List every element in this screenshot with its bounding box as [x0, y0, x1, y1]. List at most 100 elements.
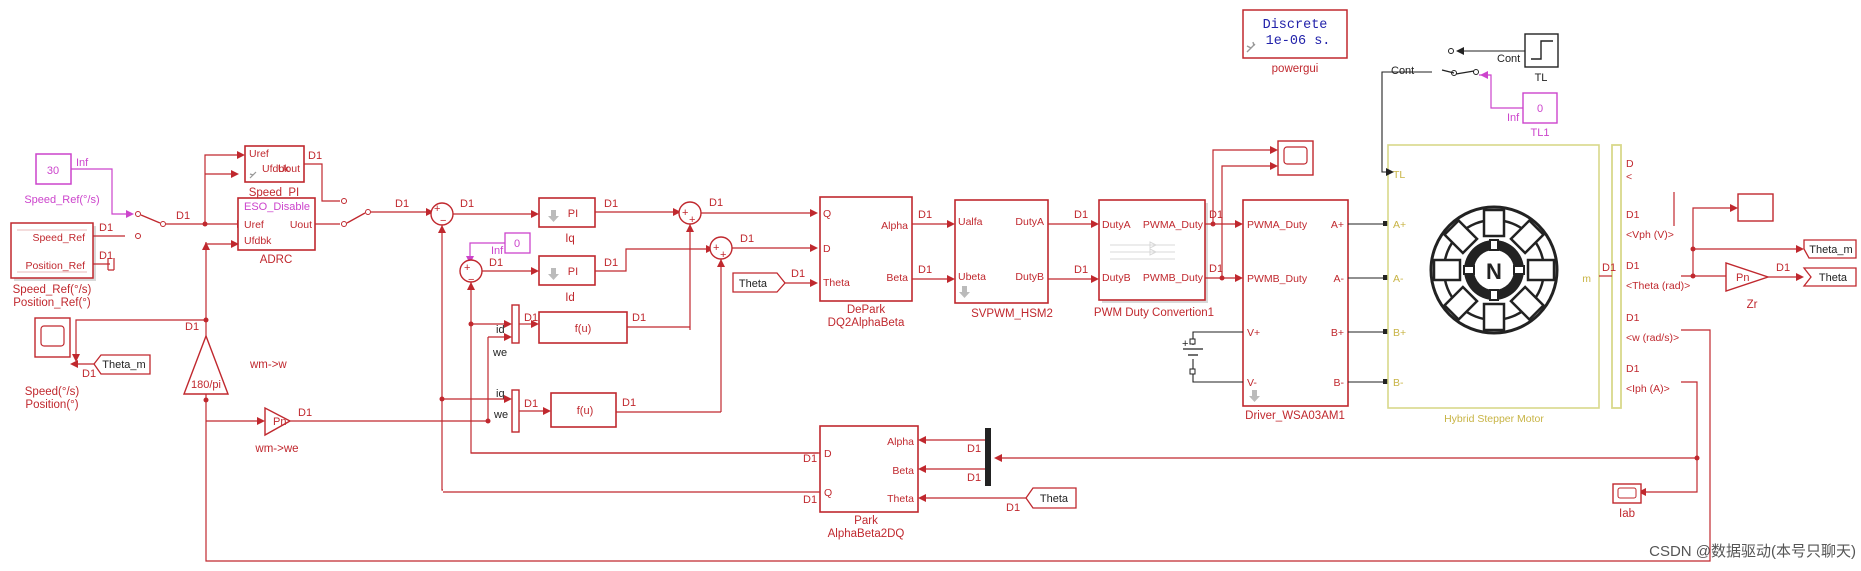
- svpwm-out-dutyb: DutyB: [1015, 271, 1044, 283]
- signal-label: D1: [918, 209, 932, 221]
- arrow-down-icon: [548, 210, 559, 222]
- subsys-port-speed: Speed_Ref: [32, 232, 85, 244]
- driver-out-bplus: B+: [1331, 327, 1344, 339]
- gain-pn-right[interactable]: Pn Zr: [1725, 262, 1771, 311]
- gain-pn-left-label: Pn: [273, 416, 286, 428]
- park-name1: Park: [854, 515, 878, 527]
- motor-north-label: N: [1486, 259, 1502, 284]
- speed-ref-constant[interactable]: 30 Inf Speed_Ref(°/s): [24, 153, 100, 206]
- from-theta-depark[interactable]: Theta: [732, 272, 786, 293]
- subsys-name-position: Position_Ref(°): [13, 297, 91, 309]
- speed-pi-block[interactable]: Uref Ufdbk Uout Speed_PI: [244, 145, 305, 199]
- signal-label: D1: [967, 472, 981, 484]
- scope-left-name2: Position(°): [25, 399, 78, 411]
- sum-d[interactable]: + +: [709, 236, 733, 261]
- tl1-constant[interactable]: 0 Inf TL1: [1507, 92, 1558, 139]
- driver-in-pwma: PWMA_Duty: [1247, 219, 1308, 231]
- from-theta-park[interactable]: Theta: [1025, 487, 1077, 509]
- fcn-block-1[interactable]: f(u): [538, 311, 628, 344]
- dc-voltage-source[interactable]: +: [1182, 331, 1243, 383]
- goto-theta-m-label: Theta_m: [1809, 244, 1852, 256]
- from-theta-park-label: Theta: [1040, 493, 1069, 505]
- depark-out-alpha: Alpha: [881, 220, 908, 232]
- demux-p4-bot: <w (rad/s)>: [1626, 332, 1679, 344]
- goto-theta-right[interactable]: Theta: [1802, 267, 1857, 287]
- driver-in-vminus: V-: [1247, 377, 1257, 389]
- signal-label: D1: [176, 210, 190, 222]
- mux-iq-we[interactable]: iq we: [493, 388, 520, 433]
- pi-iq-block[interactable]: PI Iq: [538, 197, 596, 245]
- speed-ref-value: 30: [47, 165, 59, 177]
- scope-vph[interactable]: [1737, 193, 1774, 222]
- demux-alpha-beta[interactable]: [985, 428, 991, 486]
- goto-theta-label: Theta: [1819, 272, 1848, 284]
- speed-pi-name: Speed_PI: [249, 187, 300, 199]
- manual-switch-controller[interactable]: [341, 198, 371, 227]
- pi-id-name: Id: [565, 292, 575, 304]
- gain-pn-right-label: Pn: [1736, 272, 1749, 284]
- svpwm-name: SVPWM_HSM2: [971, 308, 1053, 320]
- step-block-name: TL: [1535, 72, 1548, 84]
- svg-text:+: +: [464, 262, 470, 274]
- scope-speed-position[interactable]: Speed(°/s) Position(°): [25, 317, 80, 411]
- svpwm-out-dutya: DutyA: [1015, 216, 1044, 228]
- gain-180-pi[interactable]: 180/pi wm->w: [182, 334, 287, 395]
- depark-name1: DePark: [847, 304, 886, 316]
- manual-switch-speed[interactable]: [135, 211, 166, 239]
- scope-iab[interactable]: Iab: [1612, 483, 1642, 520]
- svg-text:+: +: [434, 203, 440, 215]
- signal-label: D1: [1209, 209, 1223, 221]
- arrow-down-icon: [548, 268, 559, 280]
- from-theta-m-left[interactable]: Theta_m: [93, 354, 151, 375]
- hybrid-stepper-motor-block[interactable]: TL A+ A- B+ B- m: [1387, 144, 1600, 425]
- scope-pwm[interactable]: [1277, 140, 1314, 176]
- depark-block[interactable]: Q D Theta Alpha Beta DePark DQ2AlphaBeta: [819, 196, 913, 329]
- svpwm-in-ualfa: Ualfa: [958, 216, 983, 228]
- tl1-name: TL1: [1531, 127, 1550, 139]
- powergui-block[interactable]: Discrete 1e-06 s. powergui: [1242, 9, 1348, 75]
- mux-id-we[interactable]: id we: [492, 304, 520, 359]
- sum-q[interactable]: + +: [678, 201, 702, 226]
- motor-port-aplus: A+: [1393, 219, 1406, 231]
- pi-id-block[interactable]: PI Id: [538, 255, 596, 304]
- manual-switch-load[interactable]: [1441, 69, 1479, 76]
- id-ref-constant[interactable]: 0 Inf: [491, 232, 531, 257]
- pi-id-label: PI: [568, 266, 578, 278]
- speed-pi-ufdbk: Ufdbk: [262, 163, 290, 175]
- goto-theta-m-right[interactable]: Theta_m: [1803, 239, 1857, 259]
- pwm-duty-convertion-block[interactable]: DutyA DutyB PWMA_Duty PWMB_Duty PWM Duty…: [1094, 199, 1214, 319]
- signal-label: D1: [1074, 209, 1088, 221]
- tl1-tag: Inf: [1507, 112, 1520, 124]
- park-out-q: Q: [824, 487, 832, 499]
- motor-port-m: m: [1582, 273, 1591, 285]
- powergui-name: powergui: [1272, 63, 1319, 75]
- signal-label: D1: [632, 312, 646, 324]
- adrc-block[interactable]: ESO_Disable Uref Ufdbk Uout ADRC: [237, 197, 316, 266]
- gain-pn-left[interactable]: Pn wm->we: [254, 406, 299, 455]
- mux2-in-iq: iq: [496, 388, 505, 400]
- ref-subsystem[interactable]: Speed_Ref Position_Ref Speed_Ref(°/s) Po…: [10, 222, 96, 309]
- driver-block[interactable]: PWMA_Duty PWMB_Duty V+ V- A+ A- B+ B- Dr…: [1242, 199, 1349, 422]
- signal-label: D1: [185, 321, 199, 333]
- pwmconv-out-pwma: PWMA_Duty: [1143, 219, 1204, 231]
- step-block-tl[interactable]: TL Cont: [1497, 33, 1559, 84]
- adrc-name: ADRC: [260, 254, 293, 266]
- speed-pi-uout: Uout: [278, 163, 300, 175]
- signal-label: D1: [1074, 264, 1088, 276]
- bus-selector-demux[interactable]: D < D1 <Vph (V)> D1 <Theta (rad)> D1 <w …: [1611, 144, 1690, 409]
- sum-speed-error[interactable]: + −: [430, 202, 454, 227]
- driver-in-pwmb: PWMB_Duty: [1247, 273, 1308, 285]
- adrc-ufdbk: Ufdbk: [244, 235, 272, 247]
- signal-label: D1: [622, 397, 636, 409]
- demux-p4-top: D1: [1626, 312, 1640, 324]
- demux-p1-top: D: [1626, 158, 1634, 170]
- fcn-block-2[interactable]: f(u): [550, 392, 617, 428]
- signal-label: D1: [99, 222, 113, 234]
- sum-id-error[interactable]: + −: [459, 259, 483, 286]
- svpwm-block[interactable]: Ualfa Ubeta DutyA DutyB SVPWM_HSM2: [954, 199, 1053, 320]
- driver-out-aminus: A-: [1334, 273, 1345, 285]
- subsys-name-speed: Speed_Ref(°/s): [13, 284, 92, 296]
- signal-label: D1: [803, 453, 817, 465]
- park-block[interactable]: Alpha Beta Theta D Q Park AlphaBeta2DQ: [819, 425, 919, 540]
- park-out-d: D: [824, 448, 832, 460]
